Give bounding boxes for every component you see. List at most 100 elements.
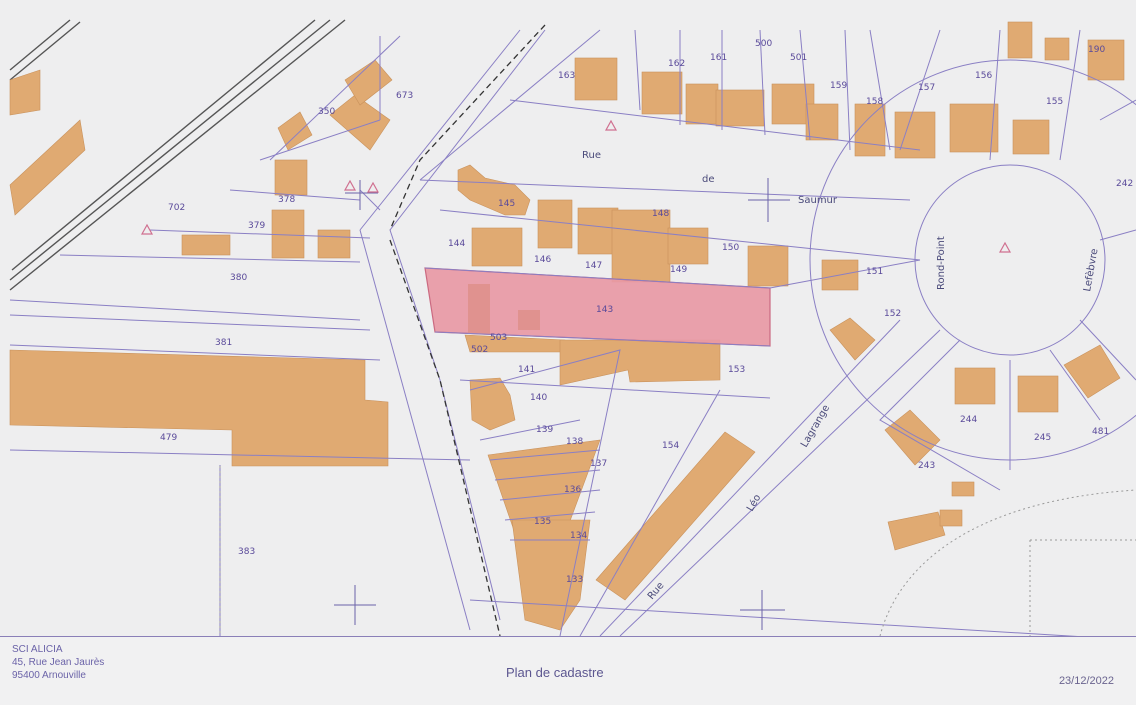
parcel-label: 383 xyxy=(238,547,255,557)
street-label-lagrange: Lagrange xyxy=(799,403,832,449)
street-label-saumur: Saumur xyxy=(798,195,838,206)
buildings xyxy=(9,21,1125,631)
parcel-label: 159 xyxy=(830,81,847,91)
building xyxy=(9,119,86,216)
parcel-label: 134 xyxy=(570,531,587,541)
parcel-label: 158 xyxy=(866,97,883,107)
parcel-boundaries xyxy=(9,29,1136,636)
building xyxy=(939,509,963,527)
street-label-rue: Rue xyxy=(582,150,601,161)
parcel-label: 380 xyxy=(230,273,247,283)
parcel-label: 379 xyxy=(248,221,265,231)
building xyxy=(274,159,308,196)
parcel-label: 157 xyxy=(918,83,935,93)
building xyxy=(1007,21,1033,59)
railway-lines xyxy=(9,19,346,291)
building xyxy=(537,199,573,249)
owner-address-line2: 95400 Arnouville xyxy=(12,670,86,681)
building xyxy=(181,234,231,256)
building xyxy=(9,69,41,116)
parcel-label: 133 xyxy=(566,575,583,585)
parcel-label: 481 xyxy=(1092,427,1109,437)
parcel-label: 143 xyxy=(596,305,613,315)
parcel-label: 479 xyxy=(160,433,177,443)
parcel-label: 156 xyxy=(975,71,992,81)
parcel-label: 137 xyxy=(590,459,607,469)
parcel-label: 162 xyxy=(668,59,685,69)
parcel-label: 148 xyxy=(652,209,669,219)
building xyxy=(894,111,936,159)
parcel-label: 153 xyxy=(728,365,745,375)
parcel-label: 502 xyxy=(471,345,488,355)
map-canvas: 163 162 161 500 501 159 158 157 156 155 … xyxy=(9,19,1136,636)
plan-title: Plan de cadastre xyxy=(506,665,604,680)
building xyxy=(271,209,305,259)
parcel-label: 500 xyxy=(755,39,772,49)
street-label-lefebvre: Lefèbvre xyxy=(1081,248,1100,293)
street-label-rue-lower: Rue xyxy=(646,580,667,602)
owner-block: SCI ALICIA 45, Rue Jean Jaurès 95400 Arn… xyxy=(12,643,104,682)
building xyxy=(715,89,765,127)
building xyxy=(1044,37,1070,61)
parcel-label: 245 xyxy=(1034,433,1051,443)
parcel-label: 154 xyxy=(662,441,679,451)
plan-date: 23/12/2022 xyxy=(1058,675,1114,687)
parcel-label: 702 xyxy=(168,203,185,213)
street-label-rond-point: Rond-Point xyxy=(936,236,947,290)
building xyxy=(317,229,351,259)
parcel-label: 144 xyxy=(448,239,465,249)
building xyxy=(829,317,876,361)
building xyxy=(949,103,999,153)
parcel-label: 139 xyxy=(536,425,553,435)
road-axis xyxy=(389,24,546,636)
parcel-label: 163 xyxy=(558,71,575,81)
street-label-de: de xyxy=(702,174,715,185)
building xyxy=(471,227,523,267)
building xyxy=(277,111,313,151)
parcel-label: 150 xyxy=(722,243,739,253)
building xyxy=(329,94,391,151)
parcel-label: 501 xyxy=(790,53,807,63)
grid-crosses xyxy=(334,178,790,630)
building xyxy=(1012,119,1050,155)
parcel-label: 141 xyxy=(518,365,535,375)
parcel-label: 378 xyxy=(278,195,295,205)
building xyxy=(954,367,996,405)
building xyxy=(1087,39,1125,81)
owner-name: SCI ALICIA xyxy=(12,644,63,655)
building xyxy=(574,57,618,101)
parcel-label: 149 xyxy=(670,265,687,275)
building xyxy=(1017,375,1059,413)
building xyxy=(469,377,516,431)
parcel-label: 146 xyxy=(534,255,551,265)
parcel-label: 138 xyxy=(566,437,583,447)
parcel-label: 145 xyxy=(498,199,515,209)
dotted-boundaries xyxy=(219,466,1136,636)
parcel-label: 151 xyxy=(866,267,883,277)
parcel-label: 242 xyxy=(1116,179,1133,189)
parcel-label: 503 xyxy=(490,333,507,343)
building xyxy=(805,103,839,141)
building xyxy=(884,409,941,466)
building xyxy=(1063,344,1121,399)
map-footer: SCI ALICIA 45, Rue Jean Jaurès 95400 Arn… xyxy=(0,636,1136,705)
building xyxy=(641,71,683,115)
survey-markers xyxy=(140,119,1012,253)
parcel-label: 244 xyxy=(960,415,977,425)
building xyxy=(951,481,975,497)
building xyxy=(611,209,671,283)
parcel-label: 136 xyxy=(564,485,581,495)
parcel-labels: 163 162 161 500 501 159 158 157 156 155 … xyxy=(160,39,1133,585)
building xyxy=(854,103,886,157)
parcel-label: 147 xyxy=(585,261,602,271)
building xyxy=(559,339,721,386)
building xyxy=(887,511,946,551)
building xyxy=(457,164,531,216)
parcel-label: 161 xyxy=(710,53,727,63)
parcel-label: 381 xyxy=(215,338,232,348)
parcel-label: 155 xyxy=(1046,97,1063,107)
street-label-leo: Léo xyxy=(744,492,763,513)
building xyxy=(685,83,719,125)
building xyxy=(667,227,709,265)
